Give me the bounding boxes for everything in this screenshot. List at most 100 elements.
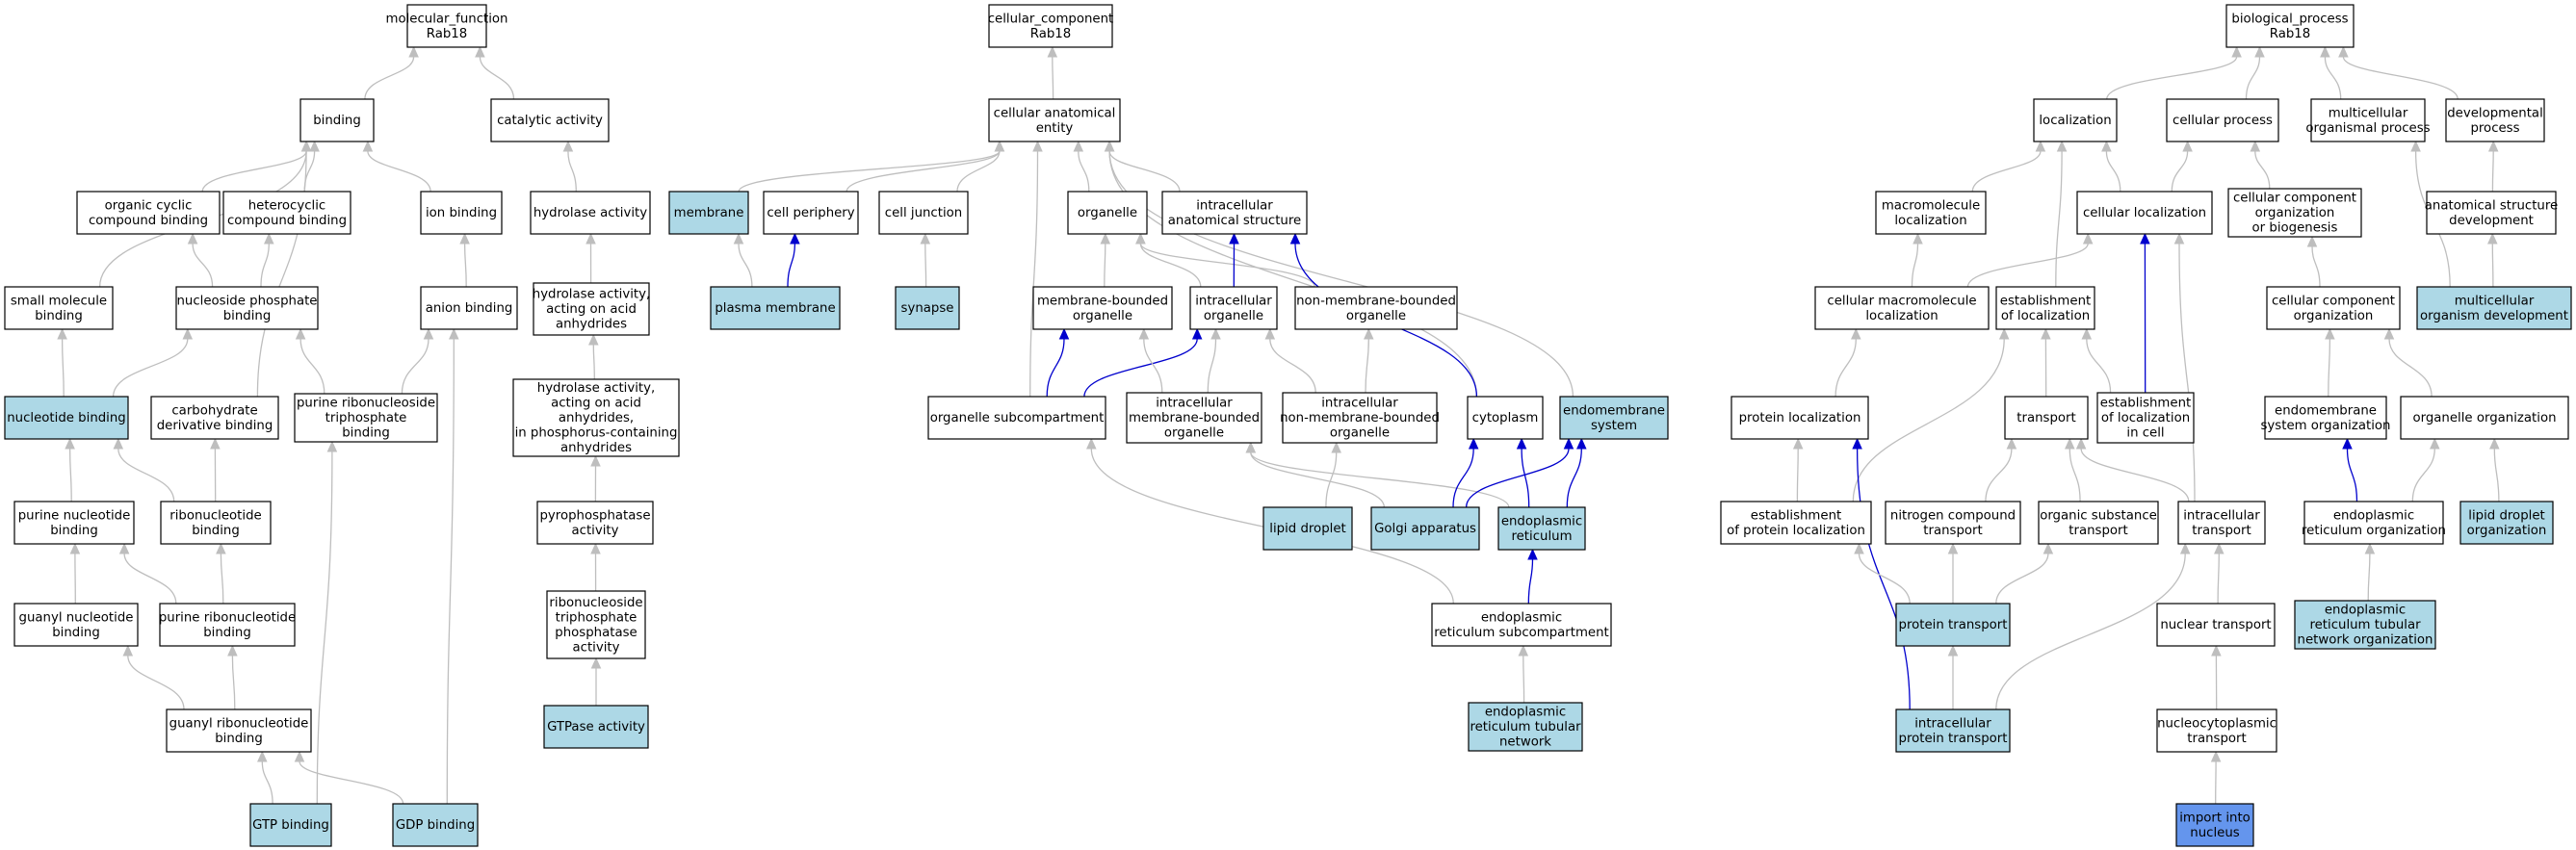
- edge-plasmamem-to-membrane: [733, 232, 753, 288]
- edge-line: [956, 150, 1001, 193]
- edge-membrane-to-cae: [738, 140, 1005, 193]
- node-label-line: organelle: [1073, 309, 1132, 323]
- edge-arrowhead: [2173, 232, 2185, 245]
- edge-arrowhead: [2075, 437, 2087, 450]
- node-label-line: membrane: [674, 206, 744, 220]
- node-cellproc: cellular process: [2166, 98, 2279, 142]
- edge-arrowhead: [2035, 140, 2046, 152]
- edge-nonmemb-to-organelle: [1135, 232, 1315, 288]
- edge-arrowhead: [1527, 548, 1538, 560]
- edge-line: [2342, 56, 2459, 100]
- node-label-line: reticulum tubular: [2309, 618, 2421, 632]
- node-box: [1282, 392, 1438, 444]
- edge-ertubnet-to-ersub: [1518, 644, 1529, 704]
- edge-nucleotide-to-nucphos: [112, 327, 194, 398]
- node-label-line: establishment: [2100, 397, 2191, 411]
- node-plasmamem: plasma membrane: [710, 286, 841, 330]
- node-gdp: GDP binding: [392, 803, 479, 847]
- node-label-line: transport: [2017, 411, 2075, 425]
- edge-ribonuc-to-carbo: [210, 437, 221, 502]
- edge-ribonuc-to-nucleotide: [113, 437, 175, 502]
- edge-estprotloc-to-protloc: [1792, 437, 1804, 502]
- edge-intraprot-to-prottrans: [1947, 644, 1959, 710]
- edge-arrowhead: [562, 140, 574, 152]
- edge-line: [846, 150, 1001, 193]
- node-label-line: localization: [1894, 214, 1966, 228]
- edge-golgi-to-intramemb: [1245, 441, 1386, 508]
- node-label-line: of localization: [2001, 309, 2090, 323]
- edge-intracellanat-to-cae: [1104, 140, 1181, 193]
- node-box: [13, 603, 139, 647]
- edge-arrowhead: [585, 232, 596, 245]
- edge-cellloc-to-localization: [2101, 140, 2121, 193]
- node-label-line: multicellular: [2455, 294, 2535, 308]
- edge-arrowhead: [2182, 140, 2193, 152]
- node-label-line: Rab18: [2270, 27, 2310, 41]
- node-box: [160, 501, 272, 545]
- node-box: [1161, 191, 1308, 235]
- node-box: [1032, 286, 1173, 330]
- edge-line: [2311, 245, 2321, 288]
- node-label-line: small molecule: [11, 294, 107, 308]
- edge-line: [1858, 553, 1911, 605]
- node-label-line: of localization: [2101, 411, 2190, 425]
- node-label-line: import into: [2179, 811, 2251, 825]
- node-box: [1730, 396, 1869, 440]
- edge-endomemsys-to-cae: [1104, 140, 1574, 398]
- node-box: [2156, 603, 2276, 647]
- edge-arrowhead: [2383, 327, 2395, 340]
- node-label-line: cellular anatomical: [994, 106, 1116, 120]
- node-label-line: hydrolase activity,: [533, 288, 650, 302]
- edge-estprotloc-to-estloc: [1852, 327, 2010, 502]
- edge-carbo-to-binding: [256, 140, 312, 398]
- edge-arrowhead: [2250, 140, 2261, 152]
- edge-er-to-cytoplasm: [1516, 437, 1530, 508]
- edge-orgorg-to-ccorg: [2383, 327, 2433, 398]
- edge-endosysorg-to-ccorg: [2325, 327, 2335, 398]
- edge-arrowhead: [994, 140, 1005, 152]
- edge-anatdev-to-devproc: [2487, 140, 2499, 193]
- edge-gtp-to-purineribotri: [316, 440, 338, 805]
- node-hydrolase: hydrolase activity: [530, 191, 651, 235]
- edge-line: [231, 655, 236, 710]
- node-box: [1814, 286, 1990, 330]
- node-box: [533, 282, 650, 336]
- node-label-line: anhydrides: [560, 441, 632, 455]
- edge-line: [2367, 553, 2371, 602]
- node-box: [1895, 603, 2011, 647]
- node-box: [13, 501, 135, 545]
- edge-pyrophos-to-hydphos: [590, 454, 601, 502]
- edge-arrowhead: [309, 140, 320, 152]
- node-box: [1262, 506, 1353, 551]
- edge-line: [738, 243, 753, 288]
- edge-arrowhead: [2306, 235, 2318, 247]
- node-box: [150, 396, 279, 440]
- edge-arrowhead: [2231, 45, 2242, 58]
- edge-line: [2324, 56, 2342, 100]
- edge-arrowhead: [1912, 232, 1923, 245]
- node-box: [2177, 501, 2266, 545]
- node-box: [2156, 708, 2277, 753]
- node-label-line: binding: [313, 114, 361, 128]
- edge-intranonmemb-to-intraorg: [1264, 327, 1316, 394]
- node-label-line: transport: [1923, 524, 1982, 538]
- edge-golgi-to-cytoplasm: [1452, 437, 1479, 508]
- node-label-line: intracellular: [1156, 397, 1233, 411]
- edge-intraorg-to-organelle: [1135, 232, 1202, 288]
- edge-line: [61, 338, 65, 398]
- edge-line: [1522, 655, 1525, 704]
